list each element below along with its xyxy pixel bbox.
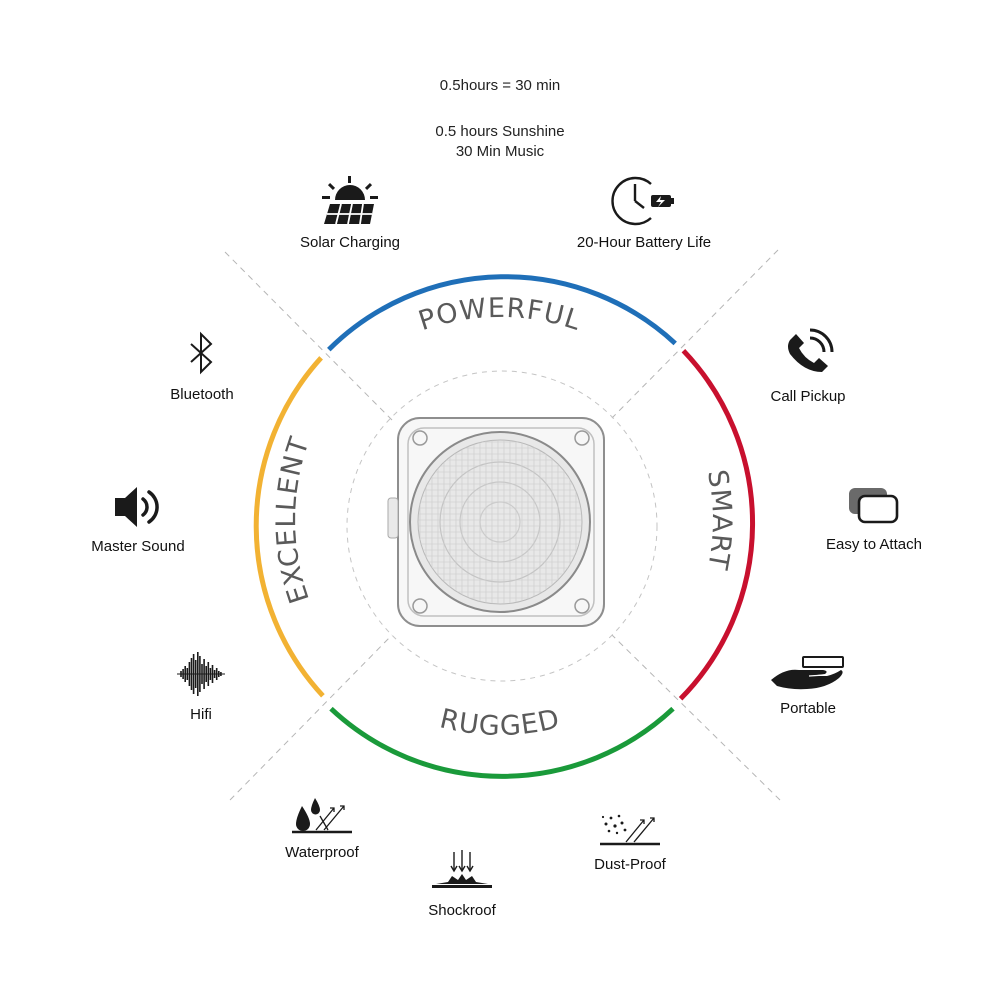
shock-icon xyxy=(432,850,492,888)
feature-label: Dust-Proof xyxy=(594,856,666,873)
feature-label: Shockroof xyxy=(428,902,496,919)
feature-label: Waterproof xyxy=(285,844,359,861)
feature-battery-life: 20-Hour Battery Life xyxy=(534,174,754,252)
hand-icon xyxy=(771,656,844,690)
feature-label: Easy to Attach xyxy=(826,536,922,553)
feature-label: Portable xyxy=(780,700,836,717)
arc-excellent xyxy=(253,356,325,698)
feature-label: Master Sound xyxy=(91,538,185,555)
speaker-icon xyxy=(115,487,159,527)
water-drop-icon xyxy=(292,798,352,834)
category-powerful: POWERFUL xyxy=(415,293,585,337)
note-music: 30 Min Music xyxy=(455,143,545,160)
category-rugged: RUGGED xyxy=(437,703,563,742)
feature-dustproof: Dust-Proof xyxy=(520,806,740,874)
dashed-guides xyxy=(224,249,781,801)
phone-icon xyxy=(788,328,834,372)
feature-label: Call Pickup xyxy=(770,388,846,405)
clock-battery-icon xyxy=(611,176,674,226)
feature-bluetooth: Bluetooth xyxy=(92,330,312,404)
feature-waterproof: Waterproof xyxy=(212,792,432,862)
feature-master-sound: Master Sound xyxy=(28,484,248,556)
arc-rugged xyxy=(329,706,675,779)
category-smart: SMART xyxy=(701,468,737,573)
attach-icon xyxy=(849,488,899,524)
bluetooth-icon xyxy=(190,331,213,375)
arc-smart xyxy=(678,348,756,701)
feature-easy-attach: Easy to Attach xyxy=(764,484,984,554)
feature-call-pickup: Call Pickup xyxy=(698,328,918,406)
feature-label: Solar Charging xyxy=(299,234,401,251)
solar-panel-icon xyxy=(322,176,378,225)
feature-hifi: Hifi xyxy=(91,650,311,724)
note-hours-equivalence: 0.5hours = 30 min xyxy=(439,77,561,94)
sound-wave-icon xyxy=(177,652,225,696)
speaker-product-image xyxy=(387,417,605,627)
dust-icon xyxy=(600,814,660,846)
note-sunshine: 0.5 hours Sunshine xyxy=(435,123,565,140)
feature-shockproof: Shockroof xyxy=(352,848,572,920)
feature-label: 20-Hour Battery Life xyxy=(576,234,712,251)
arc-powerful xyxy=(327,274,677,352)
feature-label: Hifi xyxy=(190,706,212,723)
inner-dashed-ring xyxy=(346,370,658,682)
category-excellent: EXCELLENT xyxy=(271,433,316,607)
feature-solar-charging: Solar Charging xyxy=(240,174,460,252)
feature-portable: Portable xyxy=(698,654,918,718)
feature-label: Bluetooth xyxy=(170,386,234,403)
